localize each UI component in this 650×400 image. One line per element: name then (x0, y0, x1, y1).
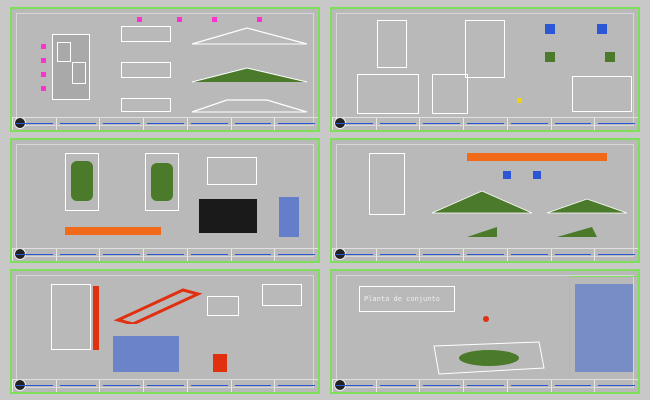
symbol-icon (533, 171, 541, 179)
landscape-plan (145, 153, 179, 211)
symbol-icon (597, 24, 607, 34)
site-plan (433, 341, 545, 375)
drawing-sheet-1[interactable] (10, 7, 320, 132)
floor-plan (369, 153, 405, 215)
notes-block (199, 199, 257, 233)
sheet-3-frame (16, 144, 314, 257)
detail-grid (432, 74, 468, 114)
sheet-5-frame (16, 275, 314, 388)
handwritten-title: Planta de conjunto (364, 295, 440, 303)
section-detail (572, 76, 632, 112)
floor-plan (465, 20, 505, 78)
detail-block (605, 52, 615, 62)
drawing-sheet-6[interactable]: Planta de conjunto (330, 269, 640, 394)
isometric-frame (113, 288, 203, 324)
elevation-marker (257, 17, 262, 22)
foundation-detail (207, 296, 239, 316)
floor-plan (377, 20, 407, 68)
title-block (332, 379, 638, 392)
title-block (12, 379, 318, 392)
schematic-diagram (207, 157, 257, 185)
dimension-marker (41, 72, 46, 77)
dimension-marker (41, 86, 46, 91)
side-elevation (121, 98, 171, 112)
foundation-detail (262, 284, 302, 306)
legend-stack (279, 197, 299, 237)
drawing-sheet-5[interactable] (10, 269, 320, 394)
title-block (332, 248, 638, 261)
structural-plan (51, 284, 91, 350)
column-element (93, 286, 99, 350)
dimension-marker (517, 98, 522, 103)
sheet-4-frame (336, 144, 634, 257)
notes-text (575, 284, 633, 372)
section-stack (213, 354, 227, 372)
sheet-2-frame (336, 13, 634, 126)
sheet-1-frame (16, 13, 314, 126)
landscape-plan (65, 153, 99, 211)
title-block (12, 117, 318, 130)
side-elevation (121, 62, 171, 78)
roof-band (467, 153, 607, 161)
title-box: Planta de conjunto (359, 286, 455, 312)
detail-block (545, 52, 555, 62)
floor-plan (52, 34, 90, 100)
title-block (12, 248, 318, 261)
dimension-marker (41, 58, 46, 63)
drawing-sheet-4[interactable] (330, 138, 640, 263)
sheet-6-frame: Planta de conjunto (336, 275, 638, 388)
floor-plan-room (57, 42, 71, 62)
title-block (332, 117, 638, 130)
front-elevation-roofs (191, 27, 308, 113)
elevation-marker (212, 17, 217, 22)
roof-elevations (431, 190, 628, 237)
elevation-marker (137, 17, 142, 22)
dimension-marker (41, 44, 46, 49)
drawing-sheet-3[interactable] (10, 138, 320, 263)
symbol-icon (545, 24, 555, 34)
elevation-marker (177, 17, 182, 22)
north-arrow-icon (483, 316, 489, 322)
symbol-icon (503, 171, 511, 179)
specification-list (113, 336, 179, 372)
side-elevation (121, 26, 171, 42)
section-strip (65, 227, 161, 235)
detail-grid (357, 74, 419, 114)
planting-area (151, 163, 173, 201)
drawing-sheet-2[interactable] (330, 7, 640, 132)
planting-area (71, 161, 93, 201)
floor-plan-room (72, 62, 86, 84)
